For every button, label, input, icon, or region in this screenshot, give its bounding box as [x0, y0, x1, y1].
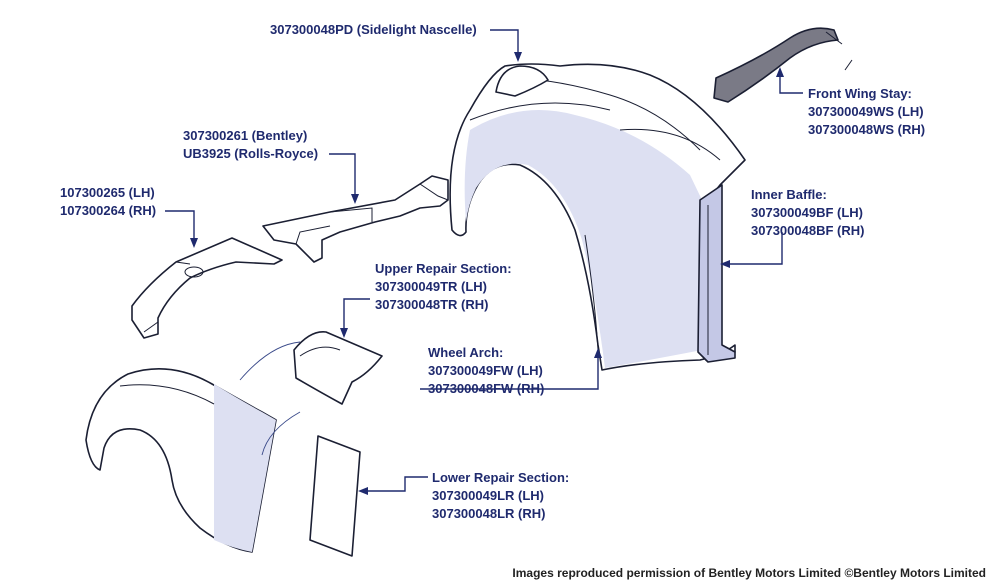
wheel-arch-callout: Wheel Arch: 307300049FW (LH) 307300048FW… [428, 344, 544, 398]
callout-line: 307300049WS (LH) [808, 104, 924, 119]
bracket-part [262, 175, 449, 263]
front-wing-stay-part [713, 27, 853, 103]
callout-line: 307300048TR (RH) [375, 297, 489, 312]
callout-line: 307300048LR (RH) [432, 506, 546, 521]
callout-line: 107300264 (RH) [60, 203, 157, 218]
callout-line: 107300265 (LH) [60, 185, 155, 200]
callout-line: 307300049BF (LH) [751, 205, 863, 220]
under-tray-callout: 107300265 (LH) 107300264 (RH) [60, 184, 156, 220]
callout-line: Inner Baffle: [751, 187, 827, 202]
callout-line: Front Wing Stay: [808, 86, 912, 101]
callout-line: 307300048PD (Sidelight Nascelle) [270, 22, 477, 37]
callout-line: 307300049TR (LH) [375, 279, 487, 294]
under-tray-part [131, 237, 283, 339]
inner-baffle-part [697, 184, 736, 363]
front-wing-stay-callout: Front Wing Stay: 307300049WS (LH) 307300… [808, 85, 925, 139]
copyright-credit: Images reproduced permission of Bentley … [512, 566, 986, 580]
callout-line: Lower Repair Section: [432, 470, 570, 485]
callout-line: 307300048BF (RH) [751, 223, 865, 238]
lower-wing-part [85, 341, 301, 553]
callout-line: UB3925 (Rolls-Royce) [183, 146, 319, 161]
callout-line: Upper Repair Section: [375, 261, 512, 276]
callout-line: 307300049LR (LH) [432, 488, 544, 503]
callout-line: 307300048WS (RH) [808, 122, 926, 137]
callout-line: 307300049FW (LH) [428, 363, 543, 378]
wheel-arch-part [449, 63, 746, 371]
inner-baffle-callout: Inner Baffle: 307300049BF (LH) 307300048… [751, 186, 864, 240]
lower-repair-section-callout: Lower Repair Section: 307300049LR (LH) 3… [432, 469, 569, 523]
bracket-callout: 307300261 (Bentley) UB3925 (Rolls-Royce) [183, 127, 318, 163]
leader-lines [165, 29, 803, 495]
lower-repair-section-part [309, 435, 361, 557]
sidelight-nascelle-callout: 307300048PD (Sidelight Nascelle) [270, 21, 477, 39]
callout-line: 307300261 (Bentley) [183, 128, 308, 143]
upper-repair-section-callout: Upper Repair Section: 307300049TR (LH) 3… [375, 260, 512, 314]
sidelight-nascelle-part [495, 65, 549, 97]
callout-line: Wheel Arch: [428, 345, 504, 360]
upper-repair-section-part [293, 331, 383, 405]
callout-line: 307300048FW (RH) [428, 381, 545, 396]
